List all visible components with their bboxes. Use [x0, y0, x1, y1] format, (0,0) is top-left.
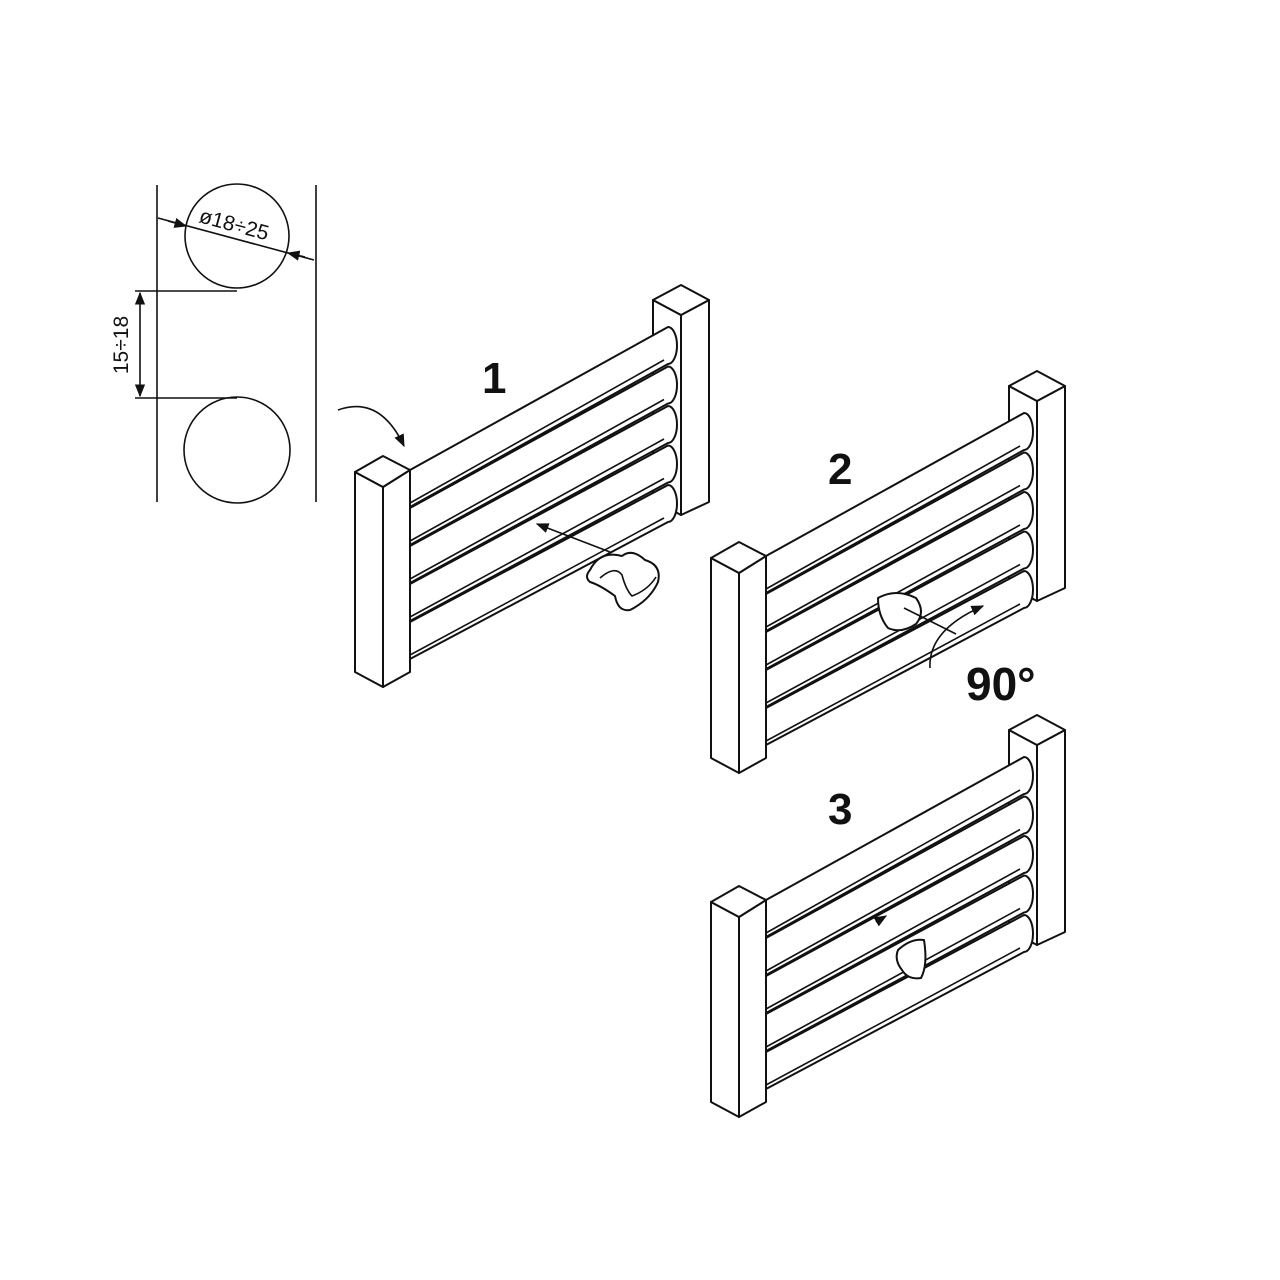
post-top-cap: [652, 284, 710, 316]
left-post: [710, 885, 767, 1118]
post-top-cap: [710, 885, 767, 918]
hook: [586, 551, 660, 612]
step-2-label: 2: [828, 445, 852, 494]
diameter-arrow-right: [286, 250, 306, 261]
towel-tube: [765, 451, 1034, 632]
post-front-face: [710, 557, 740, 774]
post-side-face: [382, 469, 411, 688]
tube-dimension-detail: ø18÷25 15÷18: [110, 183, 317, 504]
towel-tube: [409, 326, 678, 508]
towel-tube: [765, 412, 1034, 594]
radiator-step-3: [710, 714, 1066, 1118]
post-front-face: [710, 901, 740, 1118]
towel-tube: [765, 835, 1034, 1014]
post-top-cap: [710, 541, 767, 574]
towel-tube: [765, 795, 1034, 976]
hook-arrow: [873, 915, 888, 927]
post-side-face: [680, 299, 710, 516]
radiator-step-1: [354, 284, 710, 688]
post-front-face: [354, 471, 384, 688]
tube-section-bottom: [183, 396, 291, 504]
diameter-arrow-left: [167, 217, 188, 228]
towel-tube: [765, 914, 1034, 1090]
place-arrow: [337, 405, 405, 448]
post-top-cap: [1008, 370, 1066, 402]
left-post: [710, 541, 767, 774]
rotation-angle-label: 90°: [966, 658, 1036, 710]
tube-section-top: [184, 183, 290, 289]
spacing-label: 15÷18: [110, 316, 133, 374]
towel-tube: [409, 365, 678, 546]
radiator-step-2: [710, 370, 1066, 774]
hook-arrow: [535, 523, 611, 553]
hook: [895, 938, 927, 980]
post-top-cap: [1008, 714, 1066, 746]
left-post: [354, 455, 411, 688]
post-top-cap: [354, 455, 411, 488]
towel-tube: [409, 405, 678, 584]
post-side-face: [738, 899, 767, 1118]
post-side-face: [738, 555, 767, 774]
post-side-face: [1036, 385, 1066, 602]
towel-tube: [409, 444, 678, 622]
towel-tube: [409, 484, 678, 660]
towel-tube: [765, 756, 1034, 938]
hook-arrow: [903, 607, 957, 635]
rotate-90-arrow: [929, 605, 985, 669]
hook: [877, 592, 922, 632]
step-1-label: 1: [482, 354, 506, 403]
post-side-face: [1036, 729, 1066, 946]
step-3-label: 3: [828, 785, 852, 834]
